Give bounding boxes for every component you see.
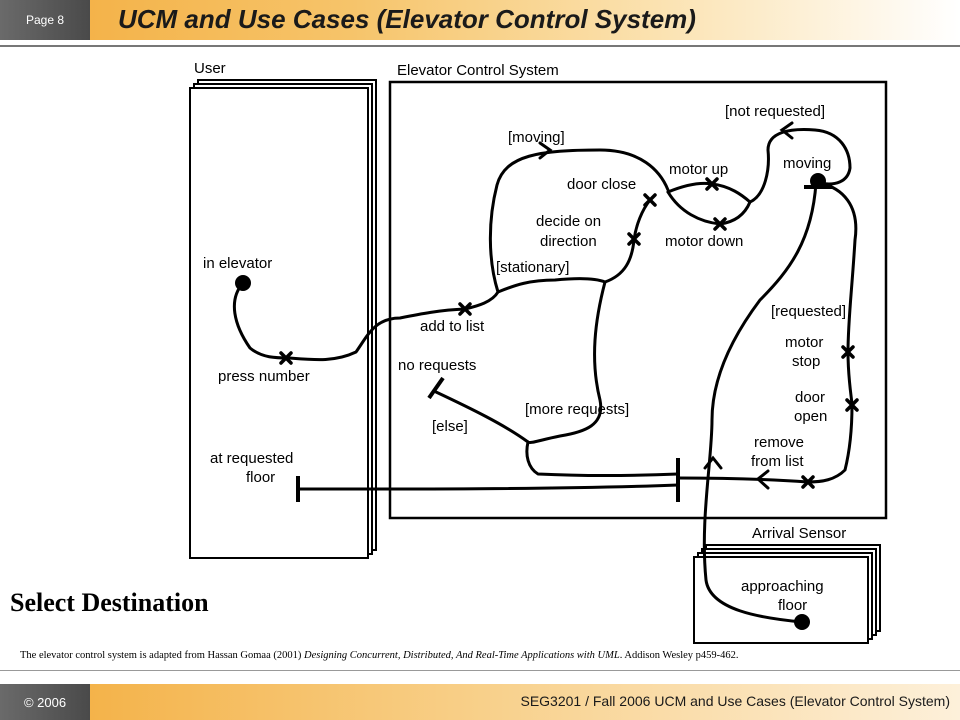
page-number-tab: Page 8: [0, 0, 90, 40]
start-point-in-elevator: [235, 275, 251, 291]
credit-suffix: . Addison Wesley p459-462.: [619, 650, 739, 661]
label-remove-2: from list: [751, 453, 804, 470]
end-bar-no-requests: [427, 376, 445, 400]
user-label: User: [194, 60, 226, 77]
label-at-requested-1: at requested: [210, 450, 293, 467]
responsibility-press-number: [279, 351, 293, 365]
arrow-arrival-up: [703, 455, 723, 470]
label-approaching-2: floor: [778, 597, 807, 614]
label-door-open-2: open: [794, 408, 827, 425]
label-motor-down: motor down: [665, 233, 743, 250]
label-more-requests: [more requests]: [525, 401, 629, 418]
path-to-requested-floor: [296, 483, 680, 491]
label-no-requests: no requests: [398, 357, 476, 374]
responsibility-motor-up: [705, 177, 719, 191]
arrow-moving: [538, 141, 553, 160]
path-stationary: [496, 238, 636, 294]
label-approaching-1: approaching: [741, 578, 824, 595]
source-credit: The elevator control system is adapted f…: [20, 650, 739, 661]
start-point-approaching: [794, 614, 810, 630]
arrival-sensor-label: Arrival Sensor: [752, 525, 846, 542]
responsibility-decide-direction: [627, 232, 641, 246]
responsibility-door-close: [643, 193, 657, 207]
label-press-number: press number: [218, 368, 310, 385]
path-moving-branch: [488, 148, 670, 294]
label-door-open-1: door: [795, 389, 825, 406]
label-remove-1: remove: [754, 434, 804, 451]
footer-bar: [90, 684, 960, 720]
responsibility-add-to-list: [458, 302, 472, 316]
label-motor-up: motor up: [669, 161, 728, 178]
footer-year-tab: © 2006: [0, 684, 90, 720]
credit-book-title: Designing Concurrent, Distributed, And R…: [304, 650, 620, 661]
label-motor-stop-2: stop: [792, 353, 820, 370]
credit-prefix: The elevator control system is adapted f…: [20, 650, 304, 661]
footer-divider: [0, 670, 960, 671]
arrow-remove: [755, 469, 770, 490]
path-requested: [806, 181, 858, 484]
label-add-to-list: add to list: [420, 318, 485, 335]
header-divider: [0, 45, 960, 47]
footer-course: SEG3201 / Fall 2006 UCM and Use Cases (E…: [520, 693, 950, 709]
footer-year: © 2006: [23, 694, 67, 710]
slide-title: UCM and Use Cases (Elevator Control Syst…: [118, 4, 696, 34]
path-more-requests: [526, 280, 607, 444]
label-moving: moving: [783, 155, 831, 172]
path-no-requests: [434, 390, 680, 477]
label-door-close: door close: [567, 176, 636, 193]
elevator-control-component: [388, 80, 888, 520]
label-motor-stop-1: motor: [785, 334, 823, 351]
responsibility-door-open: [845, 398, 859, 412]
responsibility-motor-stop: [841, 345, 855, 359]
label-in-elevator: in elevator: [203, 255, 272, 272]
label-not-requested: [not requested]: [725, 103, 825, 120]
title-bar: [90, 0, 960, 40]
path-to-moving: [748, 128, 852, 204]
label-requested: [requested]: [771, 303, 846, 320]
label-decide-2: direction: [540, 233, 597, 250]
label-decide-1: decide on: [536, 213, 601, 230]
path-remove-to-bar: [676, 476, 810, 484]
arrival-sensor-component: [693, 544, 881, 644]
label-moving-guard: [moving]: [508, 129, 565, 146]
elevator-control-label: Elevator Control System: [397, 62, 559, 79]
use-case-caption: Select Destination: [10, 588, 209, 617]
page-number: Page 8: [25, 13, 65, 27]
user-component: [189, 79, 377, 559]
responsibility-remove-from-list: [801, 475, 815, 489]
label-at-requested-2: floor: [246, 469, 275, 486]
responsibility-motor-down: [713, 217, 727, 231]
label-else: [else]: [432, 418, 468, 435]
label-stationary: [stationary]: [496, 259, 569, 276]
path-arrival-sensor: [702, 181, 818, 624]
arrow-not-requested: [779, 121, 794, 140]
